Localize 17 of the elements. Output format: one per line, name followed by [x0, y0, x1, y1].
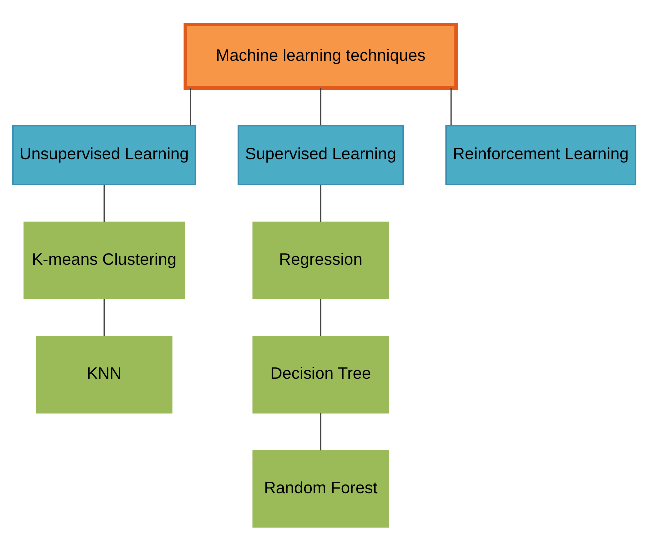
node-box: Decision Tree [252, 336, 390, 414]
connector [320, 88, 322, 126]
connector [450, 88, 452, 126]
node-box: Reinforcement Learning [446, 125, 637, 186]
connector [104, 299, 105, 336]
node-box: KNN [36, 336, 173, 414]
node-box: K-means Clustering [24, 222, 186, 300]
connector [190, 88, 192, 126]
node-box: Unsupervised Learning [12, 125, 196, 186]
node-box: Random Forest [252, 450, 390, 528]
node-box: Supervised Learning [238, 125, 404, 186]
node-box: Regression [252, 222, 390, 300]
connector [320, 185, 322, 222]
connector [104, 185, 105, 222]
connector [320, 299, 322, 336]
connector [320, 413, 322, 451]
node-box: Machine learning techniques [184, 22, 458, 90]
